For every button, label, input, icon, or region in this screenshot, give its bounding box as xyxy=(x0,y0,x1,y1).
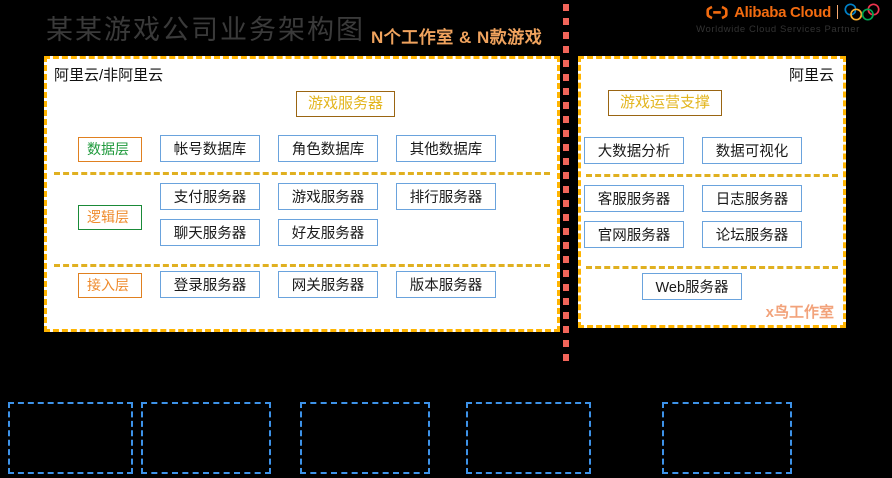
layer-badge-data: 数据层 xyxy=(78,137,142,163)
vertical-dotted-divider xyxy=(563,4,569,366)
alibaba-cloud-mark-icon xyxy=(706,5,728,20)
node-chat-server[interactable]: 聊天服务器 xyxy=(160,219,260,246)
node-version-server[interactable]: 版本服务器 xyxy=(396,271,496,298)
empty-dashed-placeholder-2[interactable] xyxy=(141,402,271,474)
studio-tag: x鸟工作室 xyxy=(765,304,834,321)
node-official-site-server[interactable]: 官网服务器 xyxy=(584,221,684,248)
studios-subtitle: N个工作室 & N款游戏 xyxy=(371,28,543,47)
node-forum-server[interactable]: 论坛服务器 xyxy=(702,221,802,248)
node-account-db[interactable]: 帐号数据库 xyxy=(160,135,260,162)
right-separator-1 xyxy=(586,174,838,177)
node-role-db[interactable]: 角色数据库 xyxy=(278,135,378,162)
right-panel-label: 阿里云 xyxy=(788,67,834,84)
empty-dashed-placeholder-3[interactable] xyxy=(300,402,430,474)
node-game-server[interactable]: 游戏服务器 xyxy=(278,183,378,210)
node-gateway-server[interactable]: 网关服务器 xyxy=(278,271,378,298)
left-panel-label: 阿里云/非阿里云 xyxy=(54,67,164,84)
empty-dashed-placeholder-4[interactable] xyxy=(466,402,591,474)
left-section-title: 游戏服务器 xyxy=(296,91,396,117)
node-login-server[interactable]: 登录服务器 xyxy=(160,271,260,298)
layer-separator-1 xyxy=(54,172,550,175)
node-other-db[interactable]: 其他数据库 xyxy=(396,135,496,162)
layer-badge-logic: 逻辑层 xyxy=(78,205,142,231)
node-bigdata-analysis[interactable]: 大数据分析 xyxy=(584,137,684,164)
olympic-rings-icon xyxy=(844,3,880,21)
node-log-server[interactable]: 日志服务器 xyxy=(702,185,802,212)
node-customer-service-server[interactable]: 客服服务器 xyxy=(584,185,684,212)
alibaba-cloud-wordmark: Alibaba Cloud xyxy=(734,3,831,21)
node-data-visualization[interactable]: 数据可视化 xyxy=(702,137,802,164)
right-section-title: 游戏运营支撑 xyxy=(608,90,723,116)
node-friend-server[interactable]: 好友服务器 xyxy=(278,219,378,246)
node-payment-server[interactable]: 支付服务器 xyxy=(160,183,260,210)
node-rank-server[interactable]: 排行服务器 xyxy=(396,183,496,210)
right-separator-2 xyxy=(586,266,838,269)
right-panel-alibaba-cloud: 阿里云 游戏运营支撑 大数据分析 数据可视化 客服服务器 日志服务器 官网服务器… xyxy=(578,56,846,328)
page-title: 某某游戏公司业务架构图 xyxy=(46,15,365,46)
brand-subtitle: Worldwide Cloud Services Partner xyxy=(696,24,860,35)
layer-badge-access: 接入层 xyxy=(78,273,142,299)
alibaba-cloud-logo: Alibaba Cloud Worldwide Cloud Services P… xyxy=(680,2,880,38)
empty-dashed-placeholder-5[interactable] xyxy=(662,402,792,474)
layer-separator-2 xyxy=(54,264,550,267)
node-web-server[interactable]: Web服务器 xyxy=(642,273,742,300)
empty-dashed-placeholder-1[interactable] xyxy=(8,402,133,474)
brand-separator xyxy=(837,5,838,19)
left-panel-alibaba-or-non-alibaba: 阿里云/非阿里云 游戏服务器 数据层 帐号数据库 角色数据库 其他数据库 逻辑层… xyxy=(44,56,560,332)
